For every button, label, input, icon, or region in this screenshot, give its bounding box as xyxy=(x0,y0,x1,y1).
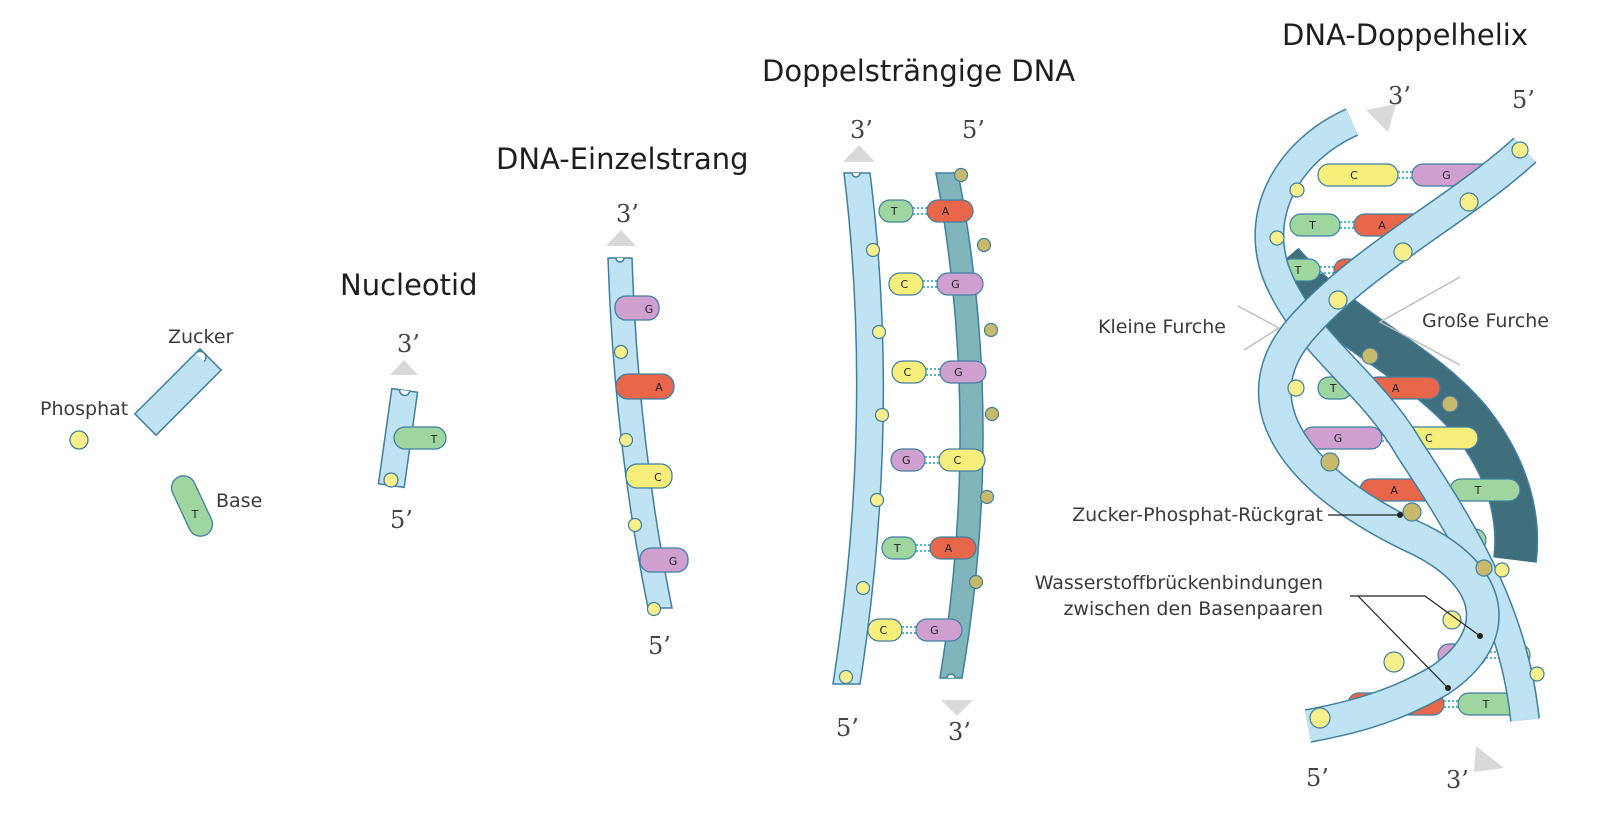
double-base-right-label-2: G xyxy=(954,366,963,379)
nucleotide-group: T xyxy=(377,360,447,489)
single-strand-arrow-up xyxy=(606,230,636,246)
base-t-shape xyxy=(170,475,214,537)
helix-base-right-label-1: A xyxy=(1378,219,1386,232)
single-base-g2 xyxy=(639,547,689,573)
double-base-left-label-0: T xyxy=(890,205,898,218)
base-letter: T xyxy=(191,508,199,521)
title-double-strand: Doppelsträngige DNA xyxy=(762,54,1076,88)
double-base-right-5 xyxy=(915,618,963,642)
nucleotide-phosphate xyxy=(383,472,399,488)
single-base-label-4: G xyxy=(669,555,678,568)
helix-base-left-label-2: T xyxy=(1294,264,1302,277)
single-base-label-1: G xyxy=(645,303,654,316)
double-base-left-label-3: G xyxy=(902,454,911,467)
single-strand-backbone xyxy=(607,257,673,609)
double-base-right-label-0: A xyxy=(942,205,950,218)
phosphate-circle xyxy=(69,430,89,450)
double-base-left-3 xyxy=(890,448,926,472)
double-arrow-down xyxy=(941,700,973,716)
helix-base-right-label-9: T xyxy=(1482,698,1490,711)
double-base-left-2 xyxy=(891,360,927,384)
title-nucleotide: Nucleotid xyxy=(340,268,478,302)
helix-base-left-label-4: G xyxy=(1334,432,1343,445)
minor-groove-mark xyxy=(1237,305,1281,351)
single-base-label-2: A xyxy=(655,381,663,394)
sugar-segment xyxy=(133,347,223,437)
helix-bottom-right: 3’ xyxy=(1446,766,1469,794)
double-base-left-label-5: C xyxy=(879,624,887,637)
nucleotide-end-3: 3’ xyxy=(397,330,420,358)
double-left-backbone xyxy=(832,172,885,685)
double-base-right-label-5: G xyxy=(930,624,939,637)
double-base-right-label-1: G xyxy=(951,278,960,291)
single-strand-group: G A C G xyxy=(606,230,689,617)
helix-arrow-top xyxy=(1366,104,1396,132)
helix-base-left-label-1: T xyxy=(1308,219,1316,232)
label-phosphate: Phosphat xyxy=(40,398,129,420)
nucleotide-base-letter: T xyxy=(430,433,438,446)
single-base-g1 xyxy=(614,295,660,321)
helix-top-right: 5’ xyxy=(1512,86,1535,114)
single-base-c xyxy=(625,463,673,489)
helix-base-right-label-5: T xyxy=(1474,484,1482,497)
double-left-top: 3’ xyxy=(850,116,873,144)
double-base-right-1 xyxy=(936,272,984,296)
helix-base-right-label-4: C xyxy=(1425,432,1433,445)
helix-base-right-label-0: G xyxy=(1442,169,1451,182)
single-end-5: 5’ xyxy=(648,632,671,660)
double-base-right-2 xyxy=(939,360,987,384)
helix-base-right-label-3: A xyxy=(1392,382,1400,395)
double-base-left-label-1: C xyxy=(900,278,908,291)
hbond-leader-b xyxy=(1357,595,1451,691)
nucleotide-end-5: 5’ xyxy=(390,506,413,534)
double-left-bottom: 5’ xyxy=(836,714,859,742)
double-base-right-0 xyxy=(926,199,974,223)
double-base-left-0 xyxy=(878,199,914,223)
helix-base-left-label-5: A xyxy=(1390,484,1398,497)
double-right-bottom: 3’ xyxy=(948,718,971,746)
double-base-right-label-3: C xyxy=(954,454,962,467)
double-base-left-4 xyxy=(881,536,917,560)
label-major-groove: Große Furche xyxy=(1422,310,1549,332)
major-groove-mark xyxy=(1378,276,1461,366)
helix-base-left-0 xyxy=(1317,163,1399,187)
single-base-label-3: C xyxy=(654,471,662,484)
label-backbone: Zucker-Phosphat-Rückgrat xyxy=(1072,504,1323,526)
double-strand-group: T A C G C G G C T A C G xyxy=(832,145,1000,716)
double-base-right-4 xyxy=(929,536,977,560)
label-hbond-1: Wasserstoffbrückenbindungen xyxy=(1034,572,1323,594)
double-base-left-5 xyxy=(867,618,903,642)
helix-base-right-5 xyxy=(1449,478,1521,502)
title-double-helix: DNA-Doppelhelix xyxy=(1282,18,1528,52)
double-base-pairs: T A C G C G G C T A C G xyxy=(867,199,987,642)
components-group: T xyxy=(69,347,223,537)
single-end-3: 3’ xyxy=(616,200,639,228)
double-right-backbone xyxy=(935,172,984,679)
double-base-right-label-4: A xyxy=(945,542,953,555)
helix-base-left-label-0: C xyxy=(1350,169,1358,182)
nucleotide-arrow-up xyxy=(390,360,418,375)
helix-top-left: 3’ xyxy=(1388,82,1411,110)
double-base-right-3 xyxy=(938,448,986,472)
title-single-strand: DNA-Einzelstrang xyxy=(496,142,749,176)
hbond-leader-a xyxy=(1350,595,1483,639)
helix-arrow-bottom xyxy=(1474,746,1504,772)
double-base-left-label-4: T xyxy=(893,542,901,555)
single-base-a xyxy=(615,373,675,400)
label-minor-groove: Kleine Furche xyxy=(1098,316,1226,338)
double-arrow-up xyxy=(843,145,875,162)
helix-bottom-left: 5’ xyxy=(1306,764,1329,792)
label-hbond-2: zwischen den Basenpaaren xyxy=(1063,598,1323,620)
helix-base-left-1 xyxy=(1289,213,1341,237)
double-base-left-label-2: C xyxy=(903,366,911,379)
double-base-left-1 xyxy=(888,272,924,296)
double-right-top: 5’ xyxy=(962,116,985,144)
label-base: Base xyxy=(216,490,263,512)
label-sugar: Zucker xyxy=(168,326,234,348)
nucleotide-base xyxy=(393,426,447,450)
helix-base-left-label-3: T xyxy=(1329,382,1337,395)
